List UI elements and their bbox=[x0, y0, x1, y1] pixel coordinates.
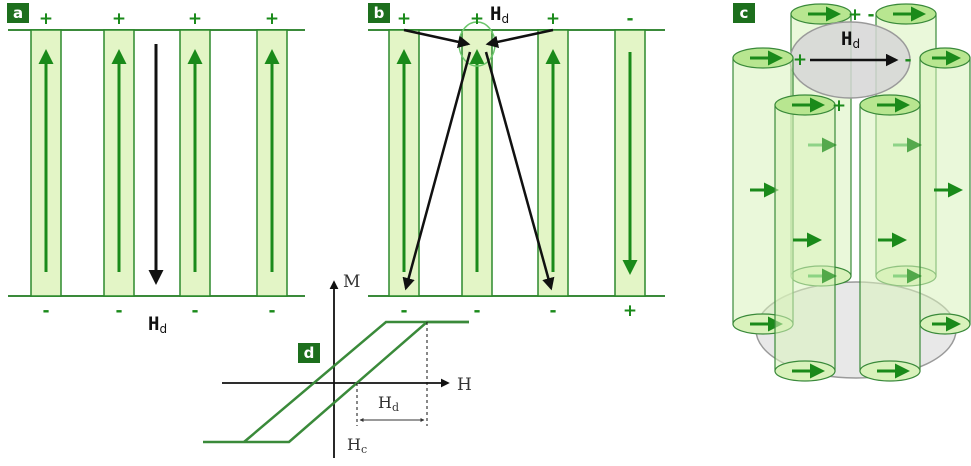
hd-label: Hd bbox=[378, 393, 399, 414]
minus-sign: - bbox=[867, 5, 874, 25]
field-line bbox=[402, 51, 472, 291]
panel-d: d M H Hd Hc bbox=[203, 272, 472, 458]
cylinder bbox=[859, 94, 921, 382]
minus-sign: - bbox=[115, 301, 122, 321]
hysteresis-branch-upper bbox=[243, 320, 469, 443]
field-line bbox=[485, 28, 554, 49]
field-label-a: Hd bbox=[148, 313, 167, 336]
plus-sign: + bbox=[848, 5, 862, 25]
top-signs-b: + + + - bbox=[397, 9, 634, 29]
minus-sign: - bbox=[400, 301, 407, 321]
panel-a: a + + + + - - - - Hd bbox=[7, 3, 305, 336]
field-lines-b bbox=[402, 28, 555, 291]
plus-sign: + bbox=[112, 9, 126, 29]
plus-sign: + bbox=[793, 50, 807, 70]
field-line bbox=[403, 28, 471, 48]
hc-label: Hc bbox=[347, 435, 367, 456]
m-axis-label: M bbox=[343, 272, 360, 292]
plus-sign: + bbox=[623, 301, 637, 321]
plus-sign: + bbox=[546, 9, 560, 29]
panel-c: c bbox=[732, 3, 971, 382]
panel-label-d: d bbox=[304, 344, 315, 362]
panel-label-c-badge bbox=[733, 3, 755, 23]
plus-sign: + bbox=[265, 9, 279, 29]
panel-label-b-badge bbox=[368, 3, 390, 23]
bottom-signs-b: - - - + bbox=[400, 301, 637, 321]
plus-sign: + bbox=[470, 9, 484, 29]
panel-label-b: b bbox=[374, 4, 385, 22]
plus-sign: + bbox=[188, 9, 202, 29]
hysteresis-branch-lower bbox=[203, 320, 469, 444]
field-label-c: Hd bbox=[841, 28, 860, 51]
minus-sign: - bbox=[268, 301, 275, 321]
magnetization-arrows-b bbox=[396, 49, 638, 275]
minus-sign: - bbox=[549, 301, 556, 321]
minus-sign: - bbox=[904, 50, 911, 70]
plus-sign: + bbox=[39, 9, 53, 29]
top-signs-a: + + + + bbox=[39, 9, 279, 29]
minus-sign: - bbox=[473, 301, 480, 321]
panel-label-a: a bbox=[13, 4, 23, 22]
minus-sign: - bbox=[42, 301, 49, 321]
field-line bbox=[484, 51, 555, 291]
surface-signs-c: + - + - + bbox=[793, 5, 912, 116]
panel-label-c: c bbox=[740, 4, 749, 22]
minus-sign: - bbox=[626, 9, 633, 29]
plus-sign: + bbox=[397, 9, 411, 29]
plus-sign: + bbox=[832, 96, 846, 116]
field-label-b: Hd bbox=[490, 3, 509, 26]
cylinder bbox=[919, 47, 971, 335]
magnetization-arrows-a bbox=[38, 49, 280, 272]
panel-b: b + + + - - - bbox=[368, 3, 665, 321]
domain-bars-a bbox=[30, 29, 288, 297]
h-axis-label: H bbox=[457, 375, 472, 395]
minus-sign: - bbox=[191, 301, 198, 321]
panel-label-a-badge bbox=[7, 3, 29, 23]
panel-label-d-badge bbox=[298, 343, 320, 363]
bottom-signs-a: - - - - bbox=[42, 301, 275, 321]
cylinder bbox=[774, 94, 836, 382]
